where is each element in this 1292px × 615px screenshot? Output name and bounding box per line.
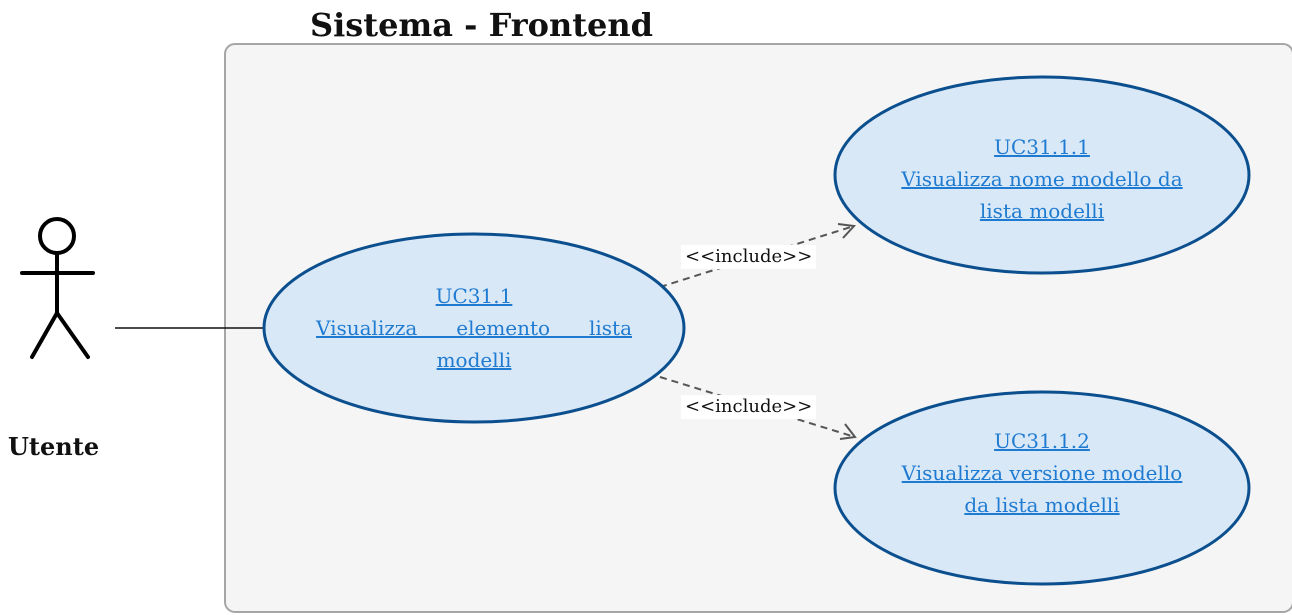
use-case-sub1-id[interactable]: UC31.1.1 bbox=[994, 135, 1090, 159]
use-case-main[interactable]: UC31.1 Visualizza elemento lista modelli bbox=[300, 280, 648, 376]
actor-name: Utente bbox=[8, 432, 100, 461]
use-case-sub1[interactable]: UC31.1.1 Visualizza nome modello da list… bbox=[860, 131, 1224, 227]
use-case-sub1-description-line1[interactable]: Visualizza nome modello da bbox=[901, 167, 1183, 191]
stick-figure-icon bbox=[20, 217, 95, 359]
use-case-sub1-description-line2[interactable]: lista modelli bbox=[979, 199, 1105, 223]
use-case-sub2-id[interactable]: UC31.1.2 bbox=[994, 429, 1090, 453]
include-label-bottom: <<include>> bbox=[681, 395, 817, 419]
use-case-sub2-description-line2[interactable]: da lista modelli bbox=[964, 493, 1120, 517]
use-case-sub2[interactable]: UC31.1.2 Visualizza versione modello da … bbox=[860, 425, 1224, 521]
use-case-main-ellipse[interactable] bbox=[262, 232, 686, 424]
include-label-top: <<include>> bbox=[681, 245, 817, 269]
system-title: Sistema - Frontend bbox=[310, 6, 653, 44]
use-case-main-id[interactable]: UC31.1 bbox=[435, 284, 513, 308]
use-case-sub1-ellipse[interactable] bbox=[833, 75, 1251, 275]
use-case-main-description[interactable]: Visualizza elemento lista modelli bbox=[316, 316, 632, 372]
use-case-sub2-description-line1[interactable]: Visualizza versione modello bbox=[901, 461, 1183, 485]
use-case-sub2-ellipse[interactable] bbox=[833, 390, 1251, 586]
